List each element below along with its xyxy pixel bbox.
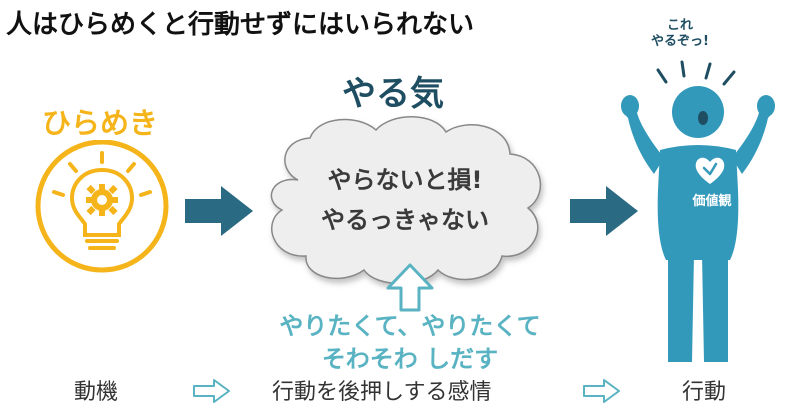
push-text-line1: やりたくて、やりたくて: [279, 312, 541, 340]
page-title: 人はひらめくと行動せずにはいられない: [6, 10, 475, 40]
cloud-text: やらないと損! やるっきゃない: [300, 160, 510, 240]
outline-arrow-icon: [583, 379, 620, 403]
bottom-label-motive: 動機: [74, 380, 119, 405]
bottom-label-action: 行動: [682, 380, 727, 405]
person-figure: [621, 60, 775, 362]
cloud-shape: [270, 116, 542, 285]
push-text: やりたくて、やりたくて そわそわ しだす: [240, 310, 580, 376]
push-text-line2: そわそわ しだす: [321, 345, 499, 373]
outline-arrow-icon: [193, 379, 230, 403]
shirt-label: 価値観: [692, 194, 732, 209]
up-arrow-icon: [386, 263, 434, 312]
idea-label: ひらめき: [42, 106, 159, 140]
speech-line1: これ: [666, 18, 693, 33]
bottom-label-emotion: 行動を後押しする感情: [272, 380, 492, 405]
speech-bubble: これ やるぞっ!: [632, 18, 728, 50]
right-arrow-icon: [185, 186, 253, 236]
motivation-label: やる気: [342, 74, 444, 114]
right-arrow-icon: [570, 186, 638, 236]
cloud-text-line2: やるっきゃない: [321, 206, 489, 234]
lightbulb-icon: [35, 140, 169, 273]
cloud-text-line1: やらないと損!: [327, 166, 483, 194]
speech-line2: やるぞっ!: [651, 34, 709, 49]
